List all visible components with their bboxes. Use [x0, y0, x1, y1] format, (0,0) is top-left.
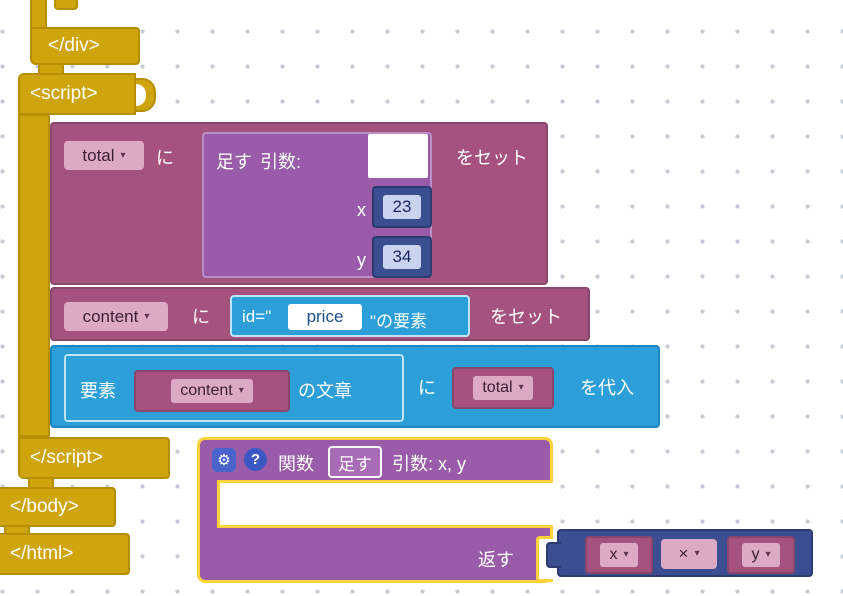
id-prefix-label: id="	[242, 307, 272, 326]
dropdown-arrow-icon: ▾	[765, 549, 771, 560]
x-variable-dropdown[interactable]: x ▾	[600, 543, 638, 567]
function-name-text: 足す	[338, 454, 372, 474]
y-variable-dropdown[interactable]: y ▾	[742, 543, 780, 567]
dropdown-arrow-icon: ▾	[518, 382, 524, 393]
total-variable-block[interactable]: total ▾	[452, 367, 554, 409]
content-variable-label: content	[82, 306, 139, 326]
script-open-block[interactable]: <script>	[18, 73, 136, 115]
operator-label: ×	[678, 544, 689, 563]
dropdown-arrow-icon: ▾	[144, 310, 150, 322]
empty-value-socket	[368, 134, 428, 178]
variable-label: content	[180, 382, 233, 399]
div-close-block[interactable]: </div>	[30, 27, 140, 65]
function-definition-block[interactable]: ⚙ ? 関数 足す 引数: x, y 返す	[197, 437, 553, 583]
assign-action-label: を代入	[580, 378, 634, 398]
gear-icon[interactable]: ⚙	[212, 448, 236, 472]
multiply-expression-block[interactable]: x ▾ × ▾ y ▾	[546, 529, 813, 577]
call-args-label: 引数:	[260, 152, 302, 172]
element-by-id-block[interactable]: id=" price "の要素	[230, 295, 470, 337]
content-variable-dropdown[interactable]: content ▾	[171, 379, 253, 403]
dropdown-arrow-icon: ▾	[120, 149, 126, 161]
gear-glyph: ⚙	[217, 452, 231, 469]
function-keyword-label: 関数	[278, 454, 314, 474]
variable-label: y	[751, 546, 760, 563]
set-action-label: をセット	[456, 148, 528, 168]
call-add-function-block[interactable]: 足す 引数: x 23 y 34	[202, 132, 432, 278]
set-content-block[interactable]: content ▾ に id=" price "の要素 をセット	[50, 287, 590, 341]
set-action-label: をセット	[490, 307, 562, 327]
number-block-23[interactable]: 23	[372, 186, 432, 228]
return-label: 返す	[478, 550, 514, 570]
content-variable-block[interactable]: content ▾	[134, 370, 290, 412]
call-name-label: 足す	[216, 152, 252, 172]
body-close-label: </body>	[10, 496, 79, 517]
dropdown-arrow-icon: ▾	[623, 549, 629, 560]
body-close-block[interactable]: </body>	[0, 487, 116, 527]
help-glyph: ?	[250, 451, 261, 468]
function-args-label: 引数: x, y	[392, 454, 467, 474]
total-variable-dropdown[interactable]: total ▾	[473, 376, 533, 400]
html-close-block[interactable]: </html>	[0, 533, 130, 575]
element-label: 要素	[80, 381, 116, 401]
total-variable-label: total	[82, 145, 115, 165]
div-close-label: </div>	[48, 35, 100, 56]
operator-dropdown[interactable]: × ▾	[661, 539, 717, 569]
id-value-field[interactable]: price	[288, 304, 362, 330]
variable-label: total	[482, 379, 513, 396]
content-variable-dropdown[interactable]: content ▾	[64, 302, 168, 331]
div-block-left-wall[interactable]	[30, 0, 47, 29]
number-field[interactable]: 23	[382, 195, 422, 219]
statement-connector-tab	[54, 0, 78, 10]
total-variable-dropdown[interactable]: total ▾	[64, 141, 144, 170]
param-x-label: x	[357, 200, 366, 220]
value-connector-tab	[546, 542, 561, 568]
number-block-34[interactable]: 34	[372, 236, 432, 278]
id-suffix-label: "の要素	[370, 312, 428, 331]
set-total-block[interactable]: total ▾ に 足す 引数: x 23 y 34 をセット	[50, 122, 548, 285]
assign-text-block[interactable]: 要素 content ▾ の文章 に total ▾ を代入	[50, 345, 660, 428]
script-open-label: <script>	[30, 83, 98, 104]
html-close-label: </html>	[10, 543, 74, 564]
variable-label: x	[609, 546, 618, 563]
x-variable-block[interactable]: x ▾	[585, 536, 653, 574]
particle-ni-label: に	[418, 378, 436, 398]
id-value-text: price	[306, 307, 344, 326]
script-close-label: </script>	[30, 447, 103, 468]
number-field[interactable]: 34	[382, 245, 422, 269]
dropdown-arrow-icon: ▾	[694, 548, 700, 559]
param-y-label: y	[357, 250, 366, 270]
script-block-left-wall[interactable]	[18, 114, 50, 437]
y-variable-block[interactable]: y ▾	[727, 536, 795, 574]
text-property-label: の文章	[298, 381, 352, 401]
element-text-property-block[interactable]: 要素 content ▾ の文章	[64, 354, 404, 422]
function-name-field[interactable]: 足す	[328, 446, 382, 478]
dropdown-arrow-icon: ▾	[238, 385, 244, 396]
help-icon[interactable]: ?	[244, 448, 267, 471]
script-close-block[interactable]: </script>	[18, 437, 170, 479]
particle-ni-label: に	[156, 148, 174, 168]
particle-ni-label: に	[192, 307, 210, 327]
function-statement-area	[217, 480, 553, 528]
